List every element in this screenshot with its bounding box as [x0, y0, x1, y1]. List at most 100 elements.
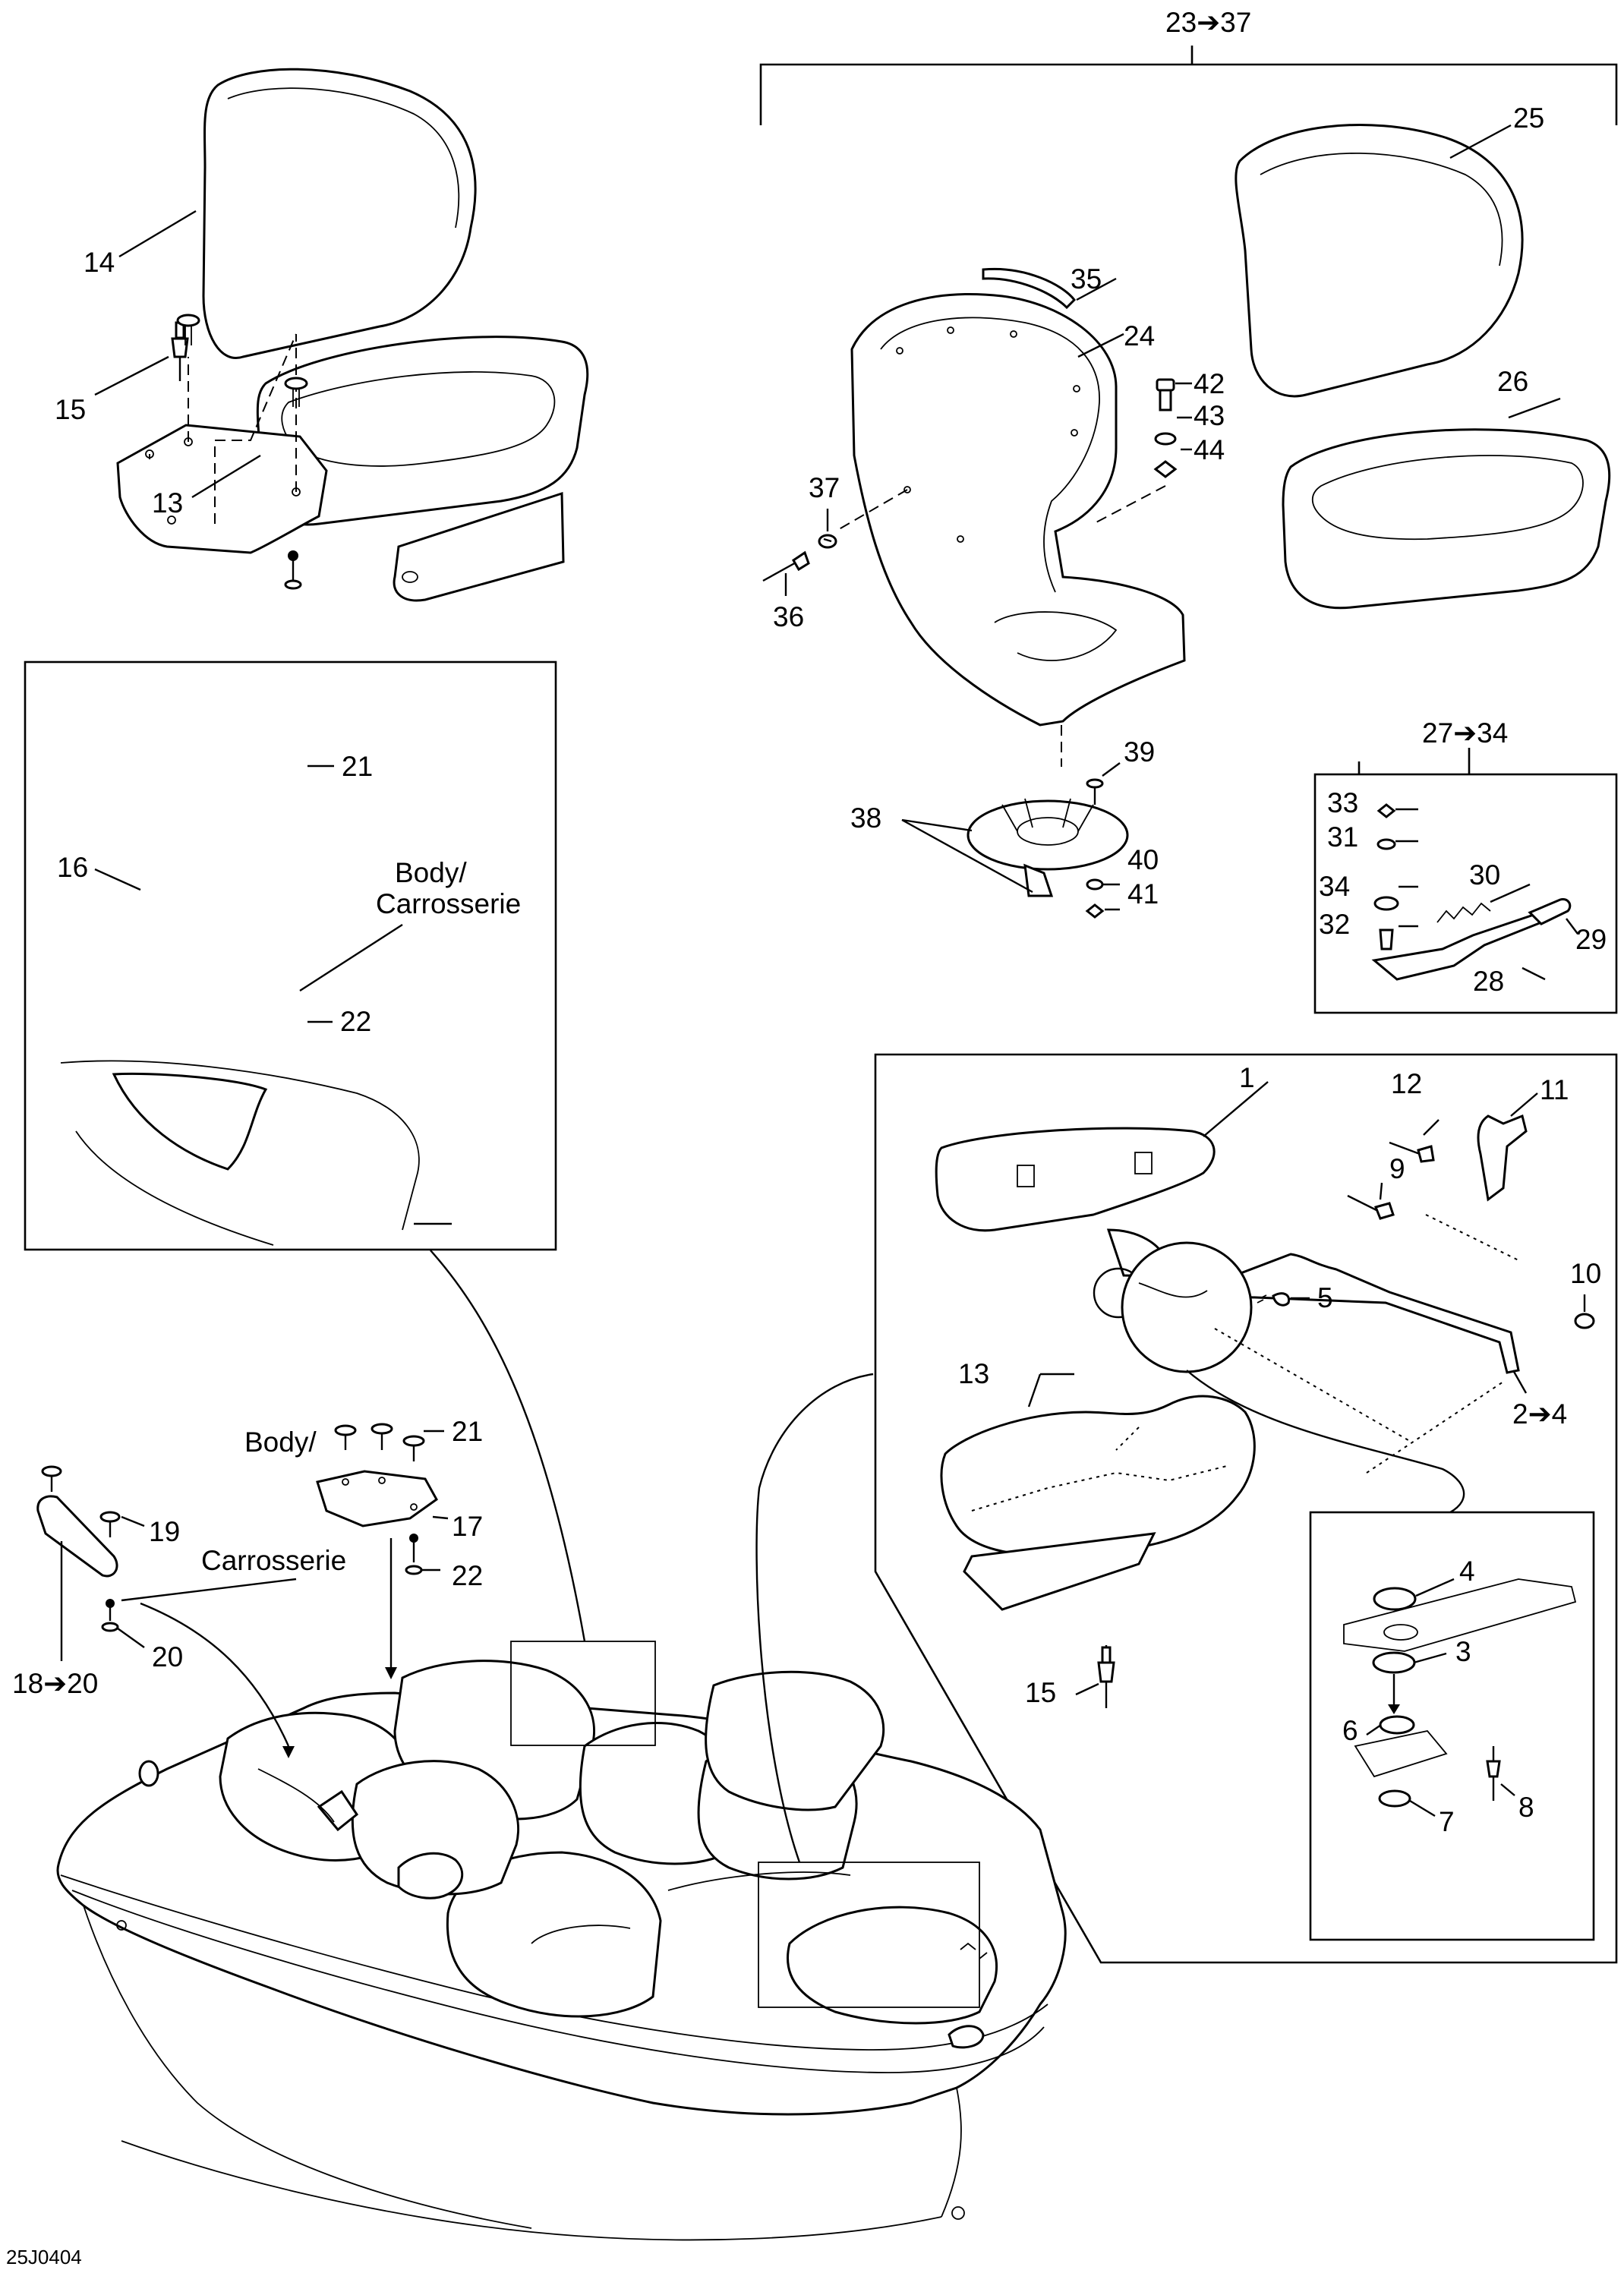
boat-deck-edge [60, 1060, 420, 1231]
callout-22-boat: 22 [452, 1560, 483, 1591]
callout-19: 19 [149, 1516, 180, 1547]
nut-44 [1153, 460, 1178, 478]
body-label-box-line1: Body/ [395, 857, 467, 888]
backrest-frame-group [935, 1114, 1595, 1708]
backrest-shell-24 [850, 293, 1186, 727]
callout-43: 43 [1194, 400, 1225, 431]
callout-36: 36 [773, 601, 804, 632]
cap-5 [1272, 1292, 1291, 1307]
footwell [112, 1072, 268, 1171]
body-anchor-18 [106, 1599, 115, 1608]
washer-31 [1376, 838, 1396, 850]
latch-detail-frame [1313, 773, 1618, 1014]
footrest-on-boat [317, 1789, 359, 1832]
pad-1-slot-b [1134, 1152, 1153, 1174]
rivet-12 [1389, 1141, 1435, 1163]
plug-4 [1373, 1587, 1417, 1611]
callout-18-20: 18➔20 [12, 1668, 98, 1699]
backrest-shell-group [762, 267, 1186, 919]
washer-40 [1086, 878, 1104, 891]
grab-handle [397, 1852, 464, 1899]
screw-21-a [176, 314, 200, 345]
bolt-42 [1156, 378, 1175, 411]
callout-33: 33 [1327, 787, 1358, 818]
screws-19 [41, 1465, 121, 1537]
backrest-25 [1235, 124, 1524, 398]
rivet-36 [762, 550, 810, 582]
seat-cushion-26 [1282, 428, 1611, 610]
body-label-box-line2: Carrosserie [376, 888, 521, 919]
callout-9: 9 [1389, 1153, 1405, 1184]
callout-2-4: 2➔4 [1512, 1398, 1567, 1430]
callout-24: 24 [1124, 320, 1155, 352]
detail-frames [24, 46, 1618, 1964]
callout-22-box: 22 [340, 1006, 371, 1037]
body-anchor-17 [409, 1534, 418, 1543]
rivet-8 [1486, 1746, 1501, 1801]
footrest-18 [36, 1495, 118, 1578]
backrest-14 [202, 68, 477, 359]
swivel-base-38 [967, 798, 1129, 897]
seat-group [171, 68, 589, 602]
callout-5: 5 [1317, 1282, 1333, 1313]
latch-detail [1371, 803, 1572, 981]
grommet-detail [1343, 1578, 1577, 1808]
boat-detail-box-footrest [510, 1641, 656, 1746]
screws-21-boat [334, 1423, 425, 1461]
frame-magnifier [1121, 1241, 1253, 1373]
washer-37 [818, 534, 837, 549]
seat-covers-group [1235, 124, 1611, 610]
callout-34: 34 [1319, 871, 1350, 902]
footrest-detail-frame [24, 660, 557, 1251]
callout-6: 6 [1342, 1715, 1358, 1746]
callout-21-box: 21 [342, 751, 373, 782]
body-label-boat-line2: Carrosserie [201, 1545, 346, 1576]
washer-22-box [284, 579, 302, 590]
seat-bracket-hole [402, 571, 418, 583]
washer-43 [1154, 432, 1177, 446]
lever-28 [1371, 913, 1544, 981]
callout-15-right: 15 [1025, 1677, 1056, 1708]
callout-26: 26 [1497, 366, 1528, 397]
backrest-pad-1 [935, 1127, 1216, 1232]
callout-17: 17 [452, 1511, 483, 1542]
seat-bracket-right [963, 1532, 1156, 1611]
boat-seat-center-left [351, 1760, 520, 1896]
callout-23-37: 23➔37 [1165, 7, 1251, 38]
nut-33 [1376, 803, 1396, 818]
backrest-assembly-frame [874, 1053, 1618, 1964]
clip-11 [1477, 1114, 1528, 1202]
nut-41 [1085, 903, 1105, 919]
boat-seat-front-right [705, 1670, 885, 1811]
callout-42: 42 [1194, 368, 1225, 399]
callout-13-right: 13 [958, 1358, 989, 1389]
pad-1-slot-a [1017, 1165, 1035, 1187]
bracket-23-37 [759, 63, 1618, 125]
bow-eye [948, 2025, 985, 2049]
washer-34 [1373, 896, 1399, 911]
callout-41: 41 [1127, 878, 1159, 910]
grommet-3 [1372, 1651, 1416, 1674]
body-label-boat-line1: Body/ [244, 1427, 317, 1458]
boat-seats [219, 1641, 998, 2025]
callout-11: 11 [1540, 1074, 1569, 1105]
washer-22-boat [405, 1565, 423, 1575]
washer-10 [1574, 1313, 1595, 1329]
bracket-27-34 [1358, 748, 1471, 774]
footrest-16 [116, 424, 328, 554]
callout-1: 1 [1239, 1062, 1255, 1093]
washer-7 [1378, 1789, 1411, 1808]
drawing-code: 25J0404 [6, 2246, 82, 2268]
callout-28: 28 [1473, 966, 1504, 997]
rivet-15-right [1097, 1645, 1115, 1708]
callout-44: 44 [1194, 434, 1225, 465]
footrest-16-leaders [149, 333, 297, 524]
callout-21-boat: 21 [452, 1416, 483, 1447]
callout-labels: 23➔37 14 15 13 35 24 42 43 44 37 36 38 3… [6, 7, 1607, 2268]
washer-20 [101, 1622, 119, 1632]
callout-38: 38 [850, 802, 881, 834]
callout-27-34: 27➔34 [1422, 717, 1508, 749]
footrest-detail [60, 314, 420, 1246]
grommet-patch [1354, 1730, 1448, 1778]
